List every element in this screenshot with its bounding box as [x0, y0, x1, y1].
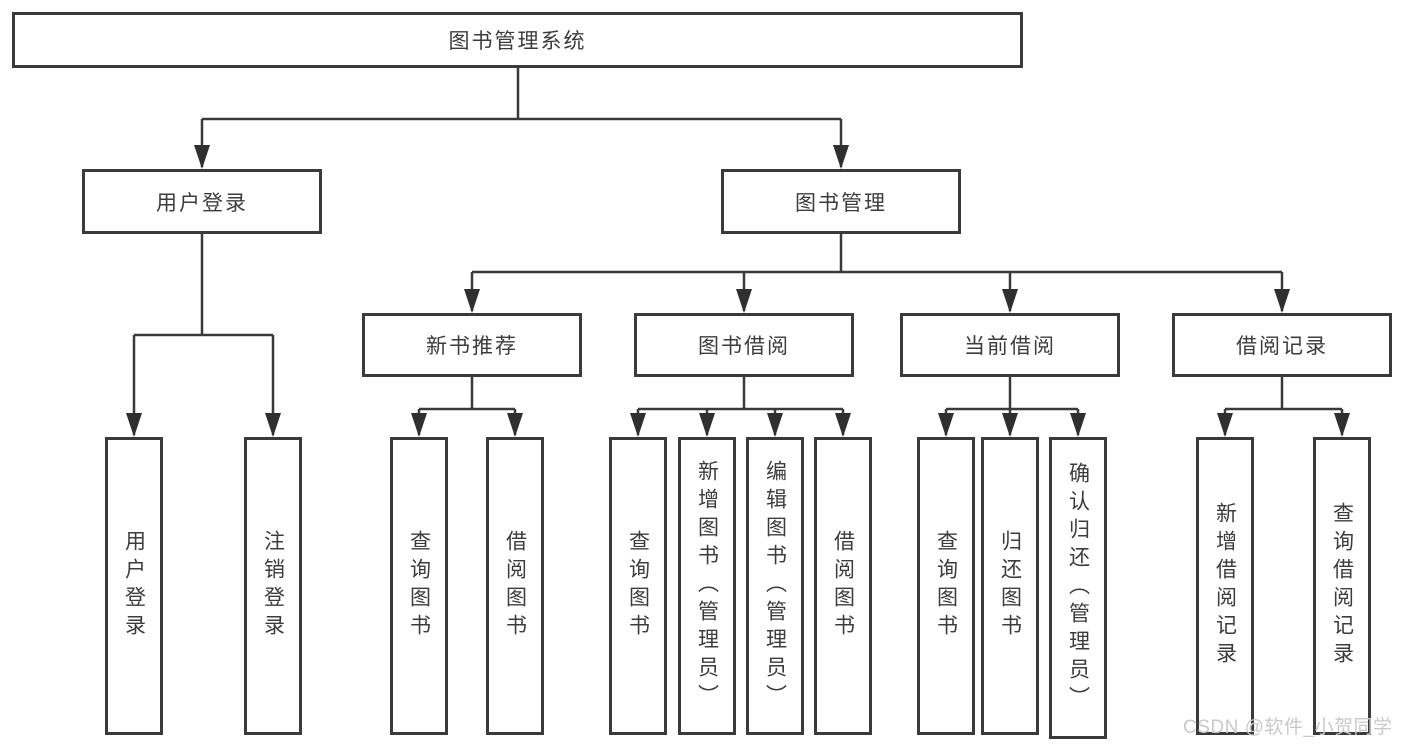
node-book-management: 图书管理 [721, 169, 961, 234]
leaf-recommend-borrow-book: 借阅图书 [486, 437, 544, 735]
leaf-borrow-query-book: 查询图书 [609, 437, 667, 735]
connector-borrow-record-to-leaves [1223, 377, 1344, 435]
connector-book-mgmt-to-level3 [470, 234, 1284, 311]
node-new-book-recommend: 新书推荐 [362, 313, 582, 377]
node-current-borrow: 当前借阅 [900, 313, 1120, 377]
leaf-user-login: 用户登录 [105, 437, 163, 735]
connector-root-to-level2 [200, 68, 843, 167]
connector-new-book-rec-to-leaves [417, 377, 517, 435]
leaf-borrow-book: 借阅图书 [814, 437, 872, 735]
node-user-login: 用户登录 [82, 169, 322, 234]
leaf-confirm-return-admin: 确认归还（管理员） [1049, 437, 1107, 739]
csdn-watermark: CSDN @软件_小贺同学 [1183, 717, 1393, 738]
leaf-query-borrow-record: 查询借阅记录 [1313, 437, 1371, 735]
node-book-borrow: 图书借阅 [634, 313, 854, 377]
leaf-return-book: 归还图书 [981, 437, 1039, 735]
node-root-system: 图书管理系统 [12, 12, 1023, 68]
leaf-recommend-query-book: 查询图书 [390, 437, 448, 735]
leaf-logout: 注销登录 [244, 437, 302, 735]
leaf-current-query-book: 查询图书 [917, 437, 975, 735]
arrowheads [126, 145, 1350, 437]
leaf-add-borrow-record: 新增借阅记录 [1196, 437, 1254, 735]
connector-book-borrow-to-leaves [636, 377, 845, 435]
leaf-edit-book-admin: 编辑图书（管理员） [746, 437, 804, 735]
connector-user-login-to-leaves [132, 234, 275, 435]
leaf-add-book-admin: 新增图书（管理员） [678, 437, 736, 735]
node-borrow-record: 借阅记录 [1172, 313, 1392, 377]
